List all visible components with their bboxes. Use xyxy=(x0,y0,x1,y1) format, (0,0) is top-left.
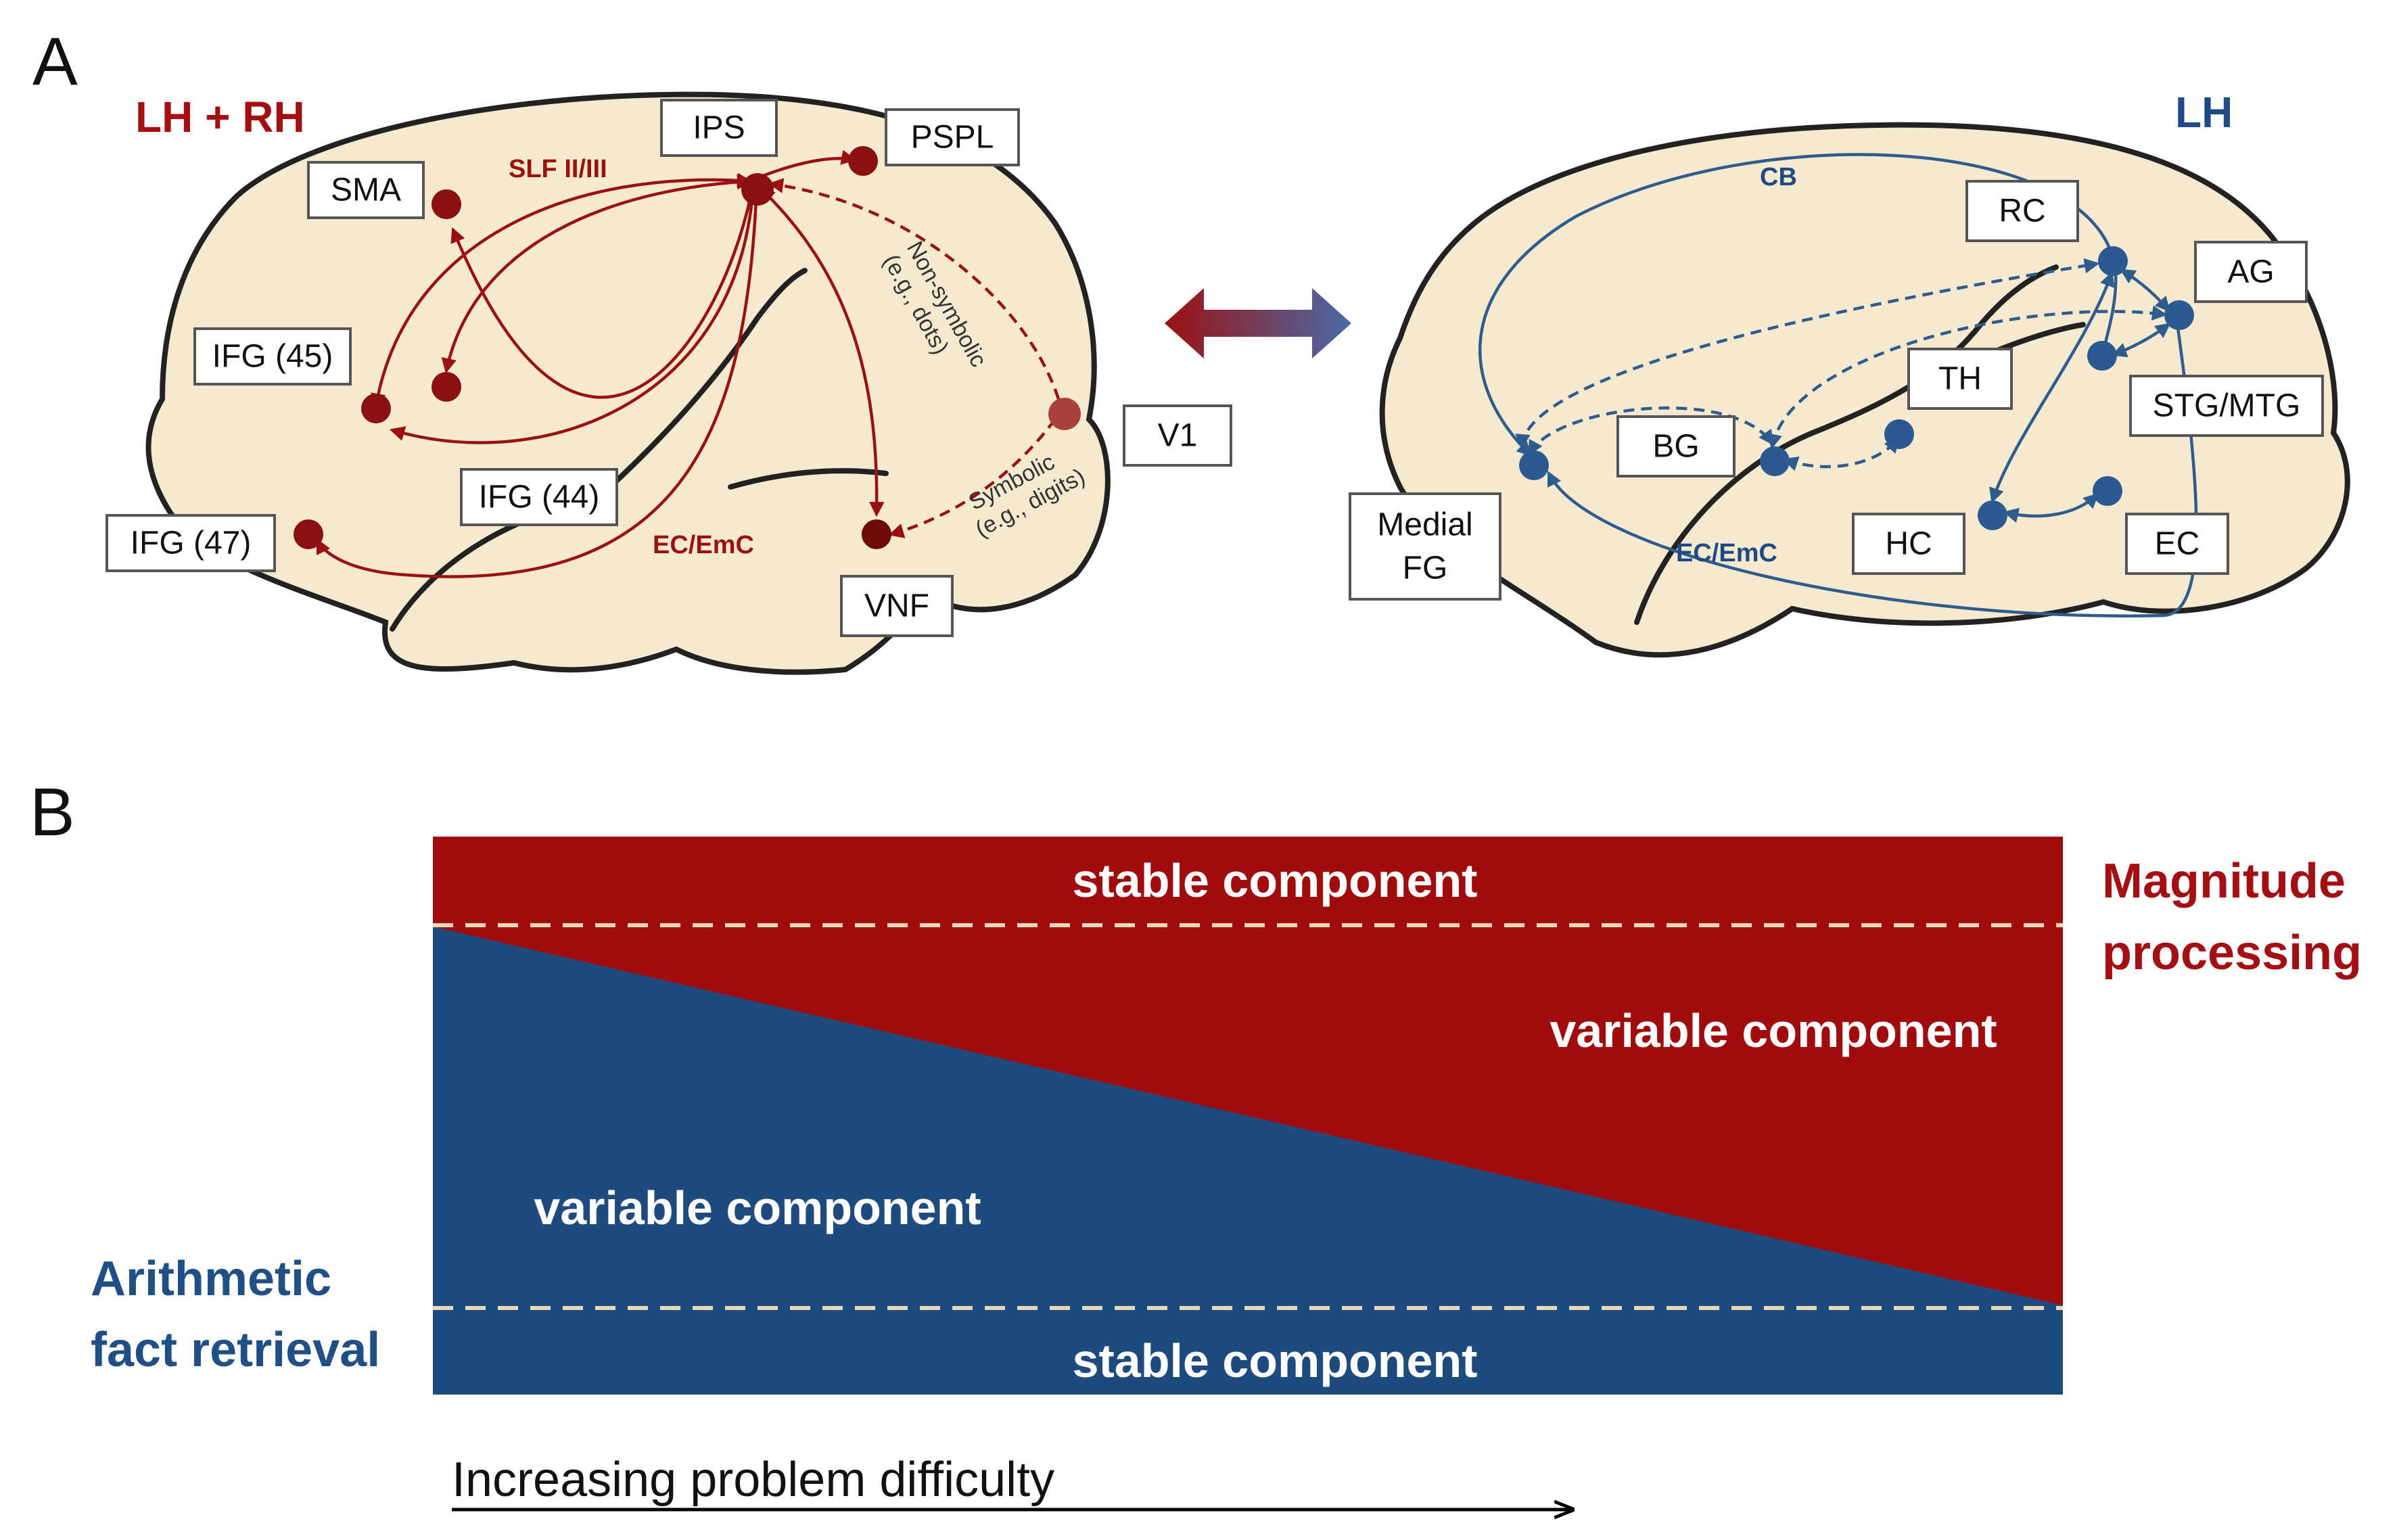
node-vnf xyxy=(862,519,891,549)
node-sma xyxy=(432,189,461,219)
node-ifg44-upper xyxy=(432,372,461,402)
box-hc: HC xyxy=(1852,513,1965,575)
box-ag-label: AG xyxy=(2227,254,2274,290)
stable-top-label: stable component xyxy=(1073,854,1478,907)
retrieval-stable-area xyxy=(433,1305,2063,1395)
variable-top-label: variable component xyxy=(1550,1004,1997,1057)
right-connection-ag-stg xyxy=(2111,323,2171,358)
right-connection-rc-hc xyxy=(1989,271,2115,504)
box-ec-label: EC xyxy=(2155,526,2200,562)
left-connection-ips-pspl xyxy=(762,149,857,178)
box-ag: AG xyxy=(2194,241,2308,303)
box-bg: BG xyxy=(1616,415,1736,477)
box-medial-fg-label-2: FG xyxy=(1403,551,1448,586)
right-connection-rc-ag xyxy=(2120,269,2170,312)
right-connection-hc-ec xyxy=(2003,492,2099,523)
node-ec xyxy=(2093,476,2122,506)
left-connection-ips-vnf xyxy=(759,187,885,517)
right-tract-ec: EC/EmC xyxy=(1676,539,1777,567)
box-vnf: VNF xyxy=(840,575,954,637)
right-connection-fg-bg-dashed xyxy=(1528,406,1774,456)
left-connection-ips-sma xyxy=(450,195,753,399)
right-hemisphere-label: LH xyxy=(2175,88,2233,137)
right-connections xyxy=(1478,153,2198,617)
right-connection-rc-stg xyxy=(2103,273,2118,346)
box-ifg44-label: IFG (44) xyxy=(479,480,600,515)
left-hemisphere-label: LH + RH xyxy=(135,93,305,141)
retrieval-variable-area xyxy=(433,927,2063,1395)
left-tract-slf: SLF II/III xyxy=(509,155,607,183)
left-nodes xyxy=(294,146,1081,549)
box-stg-label: STG/MTG xyxy=(2153,388,2301,424)
node-v1 xyxy=(1048,398,1081,430)
left-region-boxes: IPS PSPL SMA IFG (45) IFG (44) IFG (47) … xyxy=(106,99,1232,637)
box-pspl: PSPL xyxy=(885,108,1020,166)
box-vnf-label: VNF xyxy=(864,588,929,624)
box-rc: RC xyxy=(1965,180,2079,242)
box-pspl-label: PSPL xyxy=(911,120,994,156)
box-ifg45: IFG (45) xyxy=(193,327,352,386)
difficulty-axis-label: Increasing problem difficulty xyxy=(452,1453,1054,1507)
right-region-boxes: RC AG TH STG/MTG BG Medial FG HC xyxy=(1349,180,2324,601)
box-bg-label: BG xyxy=(1652,429,1699,465)
node-ifg47 xyxy=(294,519,323,549)
box-ifg44: IFG (44) xyxy=(460,468,618,526)
box-stg: STG/MTG xyxy=(2129,375,2324,437)
right-tract-cb: CB xyxy=(1760,163,1797,191)
arithmetic-fact-retrieval-line2: fact retrieval xyxy=(91,1323,380,1377)
left-connection-v1-ips-dashed xyxy=(768,178,1061,400)
box-ifg47-label: IFG (47) xyxy=(131,526,252,561)
node-pspl xyxy=(848,146,878,176)
left-connections xyxy=(316,149,1061,578)
left-connection-ips-ifg44 xyxy=(441,174,753,374)
arithmetic-fact-retrieval-line1: Arithmetic xyxy=(91,1252,331,1306)
box-v1-label: V1 xyxy=(1158,418,1198,454)
box-medial-fg-label-1: Medial xyxy=(1377,507,1472,543)
left-connection-ips-ifg47 xyxy=(316,199,758,578)
panel-a-letter: A xyxy=(32,24,78,99)
box-ifg45-label: IFG (45) xyxy=(212,339,333,375)
left-connection-v1-vnf-dashed xyxy=(888,418,1056,538)
box-th: TH xyxy=(1907,348,2013,410)
node-fg xyxy=(1519,450,1549,480)
node-ips xyxy=(741,173,774,206)
right-connection-bg-th-dashed xyxy=(1782,437,1901,471)
node-rc xyxy=(2098,246,2128,276)
left-tract-ec: EC/EmC xyxy=(653,531,754,559)
right-connection-ec-emc xyxy=(1547,317,2198,617)
box-ips-label: IPS xyxy=(693,110,745,146)
hemisphere-connector-arrow xyxy=(1165,288,1351,358)
box-rc-label: RC xyxy=(1999,193,2045,229)
stable-bottom-label: stable component xyxy=(1073,1334,1478,1387)
box-sma: SMA xyxy=(307,161,425,219)
node-hc xyxy=(1978,500,2007,530)
box-v1: V1 xyxy=(1123,404,1232,467)
box-ips: IPS xyxy=(660,99,778,157)
node-bg xyxy=(1760,446,1790,476)
box-hc-label: HC xyxy=(1885,526,1932,562)
left-connection-ips-ifg45-loop xyxy=(389,199,754,444)
panel-b-letter: B xyxy=(30,774,75,850)
box-medial-fg: Medial FG xyxy=(1349,492,1501,601)
right-nodes xyxy=(1519,246,2194,530)
box-th-label: TH xyxy=(1938,361,1982,397)
node-th xyxy=(1884,419,1914,449)
box-ifg47: IFG (47) xyxy=(106,514,276,572)
box-sma-label: SMA xyxy=(331,172,401,208)
variable-bottom-label: variable component xyxy=(534,1182,981,1234)
node-ifg45 xyxy=(361,394,391,423)
magnitude-processing-line2: processing xyxy=(2102,926,2362,980)
magnitude-processing-line1: Magnitude xyxy=(2102,854,2346,908)
box-ec: EC xyxy=(2125,513,2229,575)
difficulty-diagram: stable component variable component vari… xyxy=(433,837,2063,1395)
node-ag xyxy=(2164,300,2194,330)
node-stg xyxy=(2087,341,2117,371)
